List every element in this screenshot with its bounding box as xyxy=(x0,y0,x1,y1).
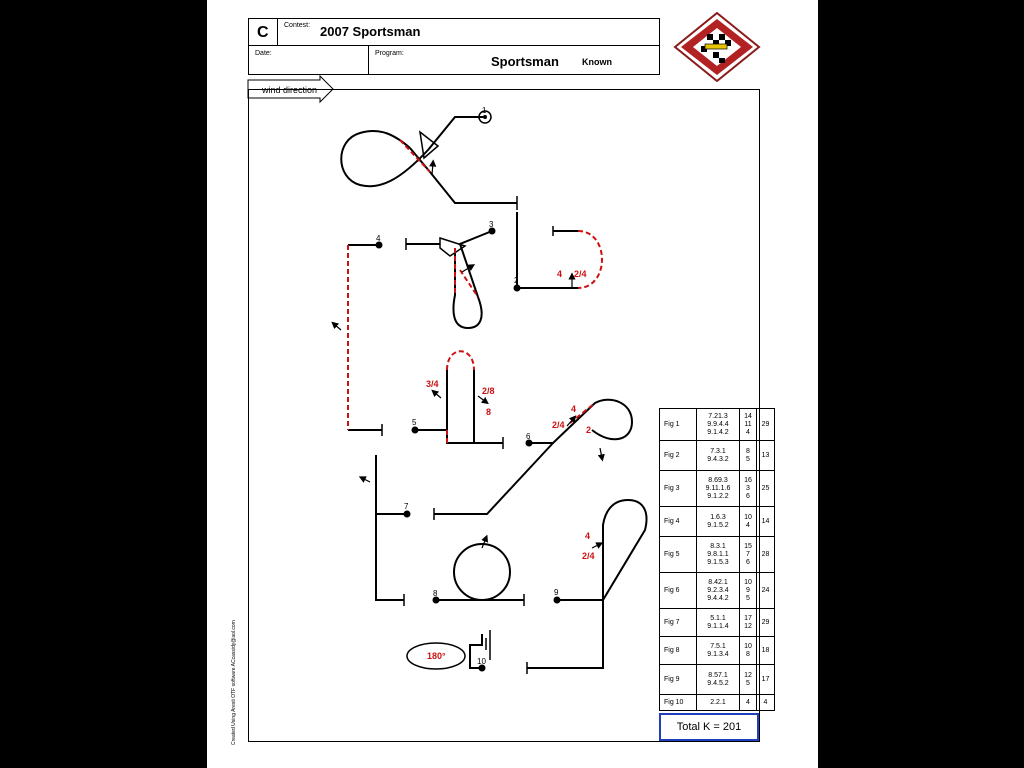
roll-label: 3/4 xyxy=(426,379,439,389)
figure-number-1: 1 xyxy=(482,106,487,115)
k-table-total: 28 xyxy=(756,536,775,573)
figure-number-10: 10 xyxy=(477,657,486,666)
k-table-k: 12 5 xyxy=(739,664,757,695)
k-table-catalog: 1.6.3 9.1.5.2 xyxy=(696,506,740,537)
k-table-total: 18 xyxy=(756,636,775,665)
program-name: Sportsman xyxy=(491,54,559,69)
k-table-k: 8 5 xyxy=(739,440,757,471)
k-table-total: 24 xyxy=(756,572,775,609)
roll-label: 4 xyxy=(585,531,590,541)
k-table-catalog: 2.2.1 xyxy=(696,694,740,711)
roll-label: 8 xyxy=(486,407,491,417)
roll-label: 2/4 xyxy=(552,420,565,430)
roll-label: 180° xyxy=(427,651,446,661)
k-table-k: 10 8 xyxy=(739,636,757,665)
k-table-catalog: 5.1.1 9.1.1.4 xyxy=(696,608,740,637)
k-table-k: 4 xyxy=(739,694,757,711)
k-table-k: 15 7 6 xyxy=(739,536,757,573)
total-k: Total K = 201 xyxy=(659,713,759,741)
k-table-catalog: 7.5.1 9.1.3.4 xyxy=(696,636,740,665)
k-table-fig: Fig 2 xyxy=(659,440,697,471)
roll-label: 4 xyxy=(571,404,576,414)
k-table-k: 14 11 4 xyxy=(739,408,757,441)
figure-number-8: 8 xyxy=(433,589,438,598)
k-table-catalog: 8.3.1 9.8.1.1 9.1.5.3 xyxy=(696,536,740,573)
class-letter: C xyxy=(257,24,269,41)
figure-number-7: 7 xyxy=(404,502,409,511)
k-table-fig: Fig 1 xyxy=(659,408,697,441)
aresti-diagram: 1 2 3 4 5 6 7 8 9 10 4 2/4 3/4 2/8 8 4 2… xyxy=(331,106,648,674)
k-table-fig: Fig 6 xyxy=(659,572,697,609)
k-table-catalog: 8.42.1 9.2.3.4 9.4.4.2 xyxy=(696,572,740,609)
software-credit: Created Using Aresti OTF software ACcass… xyxy=(231,620,237,745)
k-table-catalog: 7.21.3 9.9.4.4 9.1.4.2 xyxy=(696,408,740,441)
k-table-fig: Fig 3 xyxy=(659,470,697,507)
roll-label: 2/4 xyxy=(582,551,595,561)
figure-3-line xyxy=(452,230,493,330)
roll-label: 2/8 xyxy=(482,386,495,396)
k-table-fig: Fig 10 xyxy=(659,694,697,711)
k-table-total: 4 xyxy=(756,694,775,711)
k-table-catalog: 8.57.1 9.4.5.2 xyxy=(696,664,740,695)
figure-number-4: 4 xyxy=(376,234,381,243)
figure-number-5: 5 xyxy=(412,418,417,427)
k-table-fig: Fig 7 xyxy=(659,608,697,637)
figure-2-line xyxy=(516,212,578,289)
k-table-fig: Fig 5 xyxy=(659,536,697,573)
program-type: Known xyxy=(582,57,612,67)
k-table-total: 25 xyxy=(756,470,775,507)
figure-number-6: 6 xyxy=(526,432,531,441)
program-label: Program: xyxy=(375,50,404,57)
k-table-k: 16 3 6 xyxy=(739,470,757,507)
k-table-fig: Fig 9 xyxy=(659,664,697,695)
figure-1-entry-line xyxy=(427,116,485,151)
figure-number-2: 2 xyxy=(514,276,519,285)
roll-label: 2/4 xyxy=(574,269,587,279)
k-table-fig: Fig 8 xyxy=(659,636,697,665)
roll-segments xyxy=(347,139,603,443)
date-label: Date: xyxy=(255,50,272,57)
aerobatic-sequence-sheet: C Contest: 2007 Sportsman Date: Program:… xyxy=(207,0,818,768)
roll-label: 4 xyxy=(557,269,562,279)
k-table-catalog: 7.3.1 9.4.3.2 xyxy=(696,440,740,471)
k-table-fig: Fig 4 xyxy=(659,506,697,537)
figure-1-loop xyxy=(340,129,429,188)
k-table-total: 17 xyxy=(756,664,775,695)
figure-number-9: 9 xyxy=(554,588,559,597)
k-table-k: 10 4 xyxy=(739,506,757,537)
wind-direction-label: wind direction xyxy=(262,85,318,95)
k-table-k: 10 9 5 xyxy=(739,572,757,609)
program-box: Program: Sportsman Known xyxy=(368,45,660,75)
contest-label: Contest: xyxy=(284,22,311,29)
k-table-k: 17 12 xyxy=(739,608,757,637)
k-table-total: 14 xyxy=(756,506,775,537)
k-table-total: 29 xyxy=(756,608,775,637)
figure-number-3: 3 xyxy=(489,220,494,229)
club-logo-icon xyxy=(673,12,761,82)
k-table-total: 13 xyxy=(756,440,775,471)
contest-name: 2007 Sportsman xyxy=(320,24,421,39)
k-table-total: 29 xyxy=(756,408,775,441)
k-table-catalog: 8.69.3 9.11.1.6 9.1.2.2 xyxy=(696,470,740,507)
roll-label: 2 xyxy=(586,425,591,435)
